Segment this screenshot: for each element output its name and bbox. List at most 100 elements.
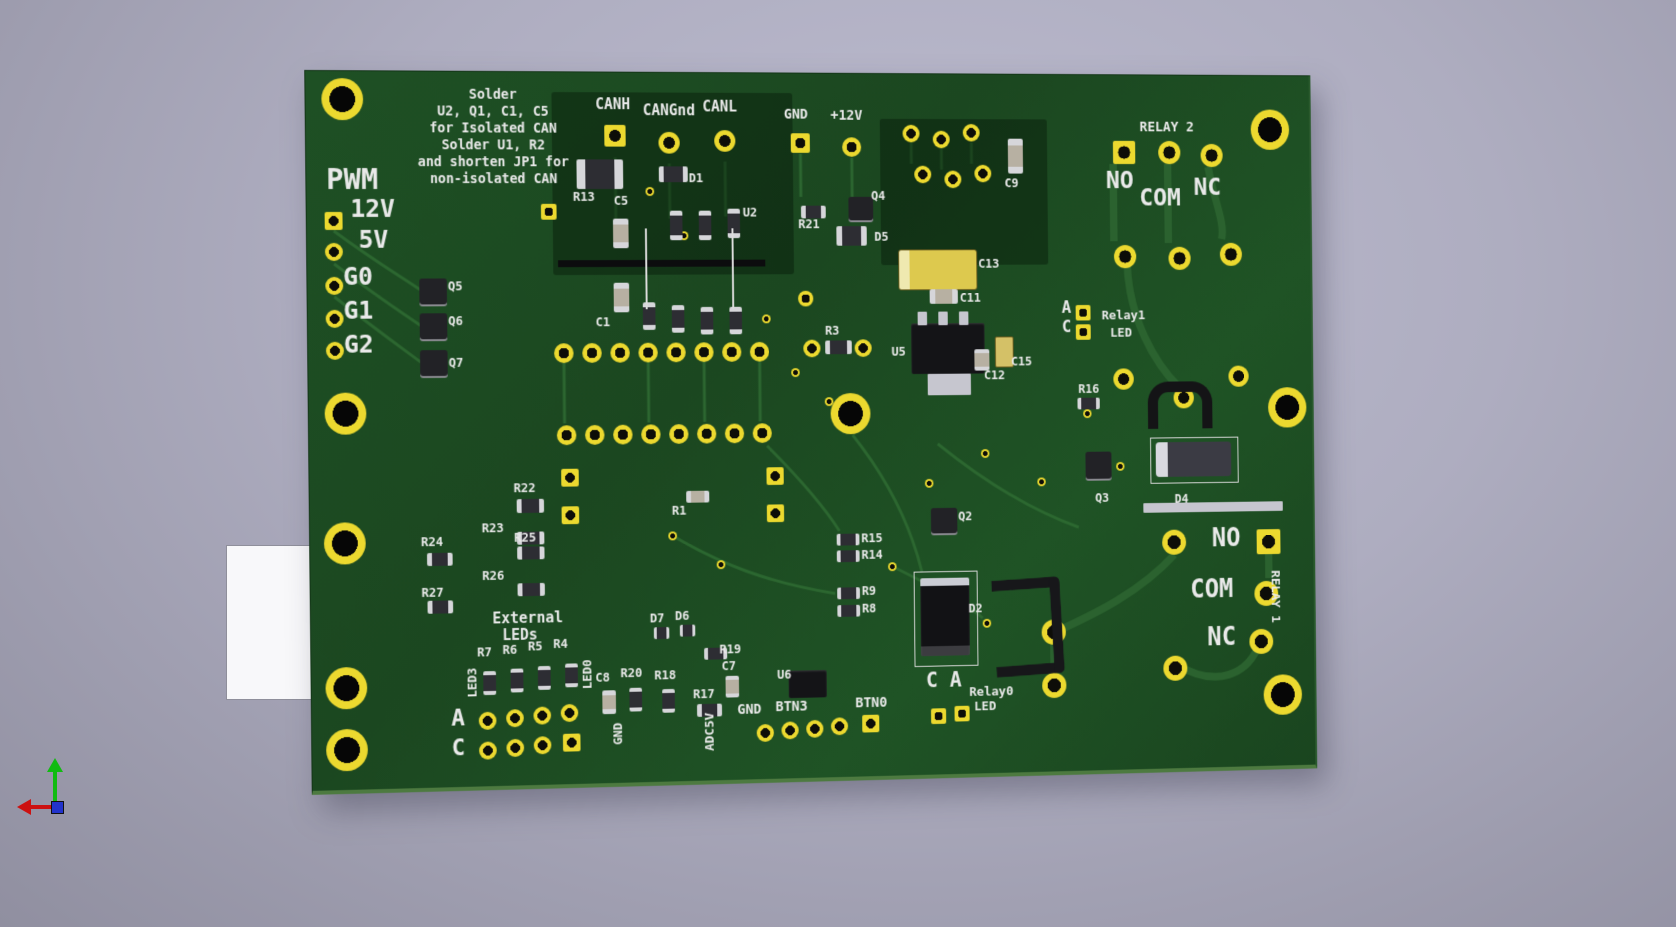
relay2-pad-nc: [1200, 143, 1223, 168]
canl-pad: [714, 130, 736, 152]
chip: [669, 210, 683, 241]
u5-pin: [917, 311, 928, 326]
header-pad: [722, 342, 742, 362]
label-btn0: BTN0: [855, 694, 888, 712]
chip-r14: [836, 550, 860, 563]
refdes-u6: U6: [777, 666, 792, 682]
cap-c8: [602, 690, 617, 715]
refdes-c1: C1: [595, 314, 611, 330]
cap-c5: [612, 218, 629, 249]
pad: [914, 165, 932, 184]
via: [668, 531, 678, 541]
refdes-d7: D7: [649, 610, 665, 626]
label-relay1-nc: NC: [1207, 622, 1237, 653]
pad: [798, 290, 814, 307]
diode-d5: [836, 226, 867, 246]
chip: [698, 210, 712, 241]
diode-d4: [1155, 441, 1232, 478]
via: [888, 562, 897, 572]
label-cangnd: CANGnd: [642, 101, 696, 120]
diode-d1: [658, 166, 688, 183]
diode-d6: [679, 624, 696, 637]
refdes-r13: R13: [572, 189, 595, 204]
refdes-r19: R19: [719, 641, 742, 657]
chip: [671, 305, 685, 333]
label-12v: 12V: [350, 193, 396, 223]
chip-r24: [426, 552, 453, 567]
refdes-r18: R18: [654, 667, 677, 683]
chip-r27: [427, 600, 454, 614]
label-gnd-btn: GND: [737, 701, 762, 718]
transistor-q6: [419, 313, 448, 340]
label-relay1-no: NO: [1211, 523, 1241, 554]
refdes-r20: R20: [620, 664, 643, 681]
z-axis-marker: [51, 801, 64, 814]
chip-r25: [517, 546, 545, 560]
refdes-c5: C5: [613, 192, 629, 208]
chip: [642, 302, 656, 330]
pwm-pad-3: [325, 276, 344, 295]
chip-r7: [483, 671, 497, 696]
label-btn3: BTN3: [775, 698, 808, 716]
relay0-led-pad: [954, 705, 970, 722]
chip-r9: [837, 587, 861, 600]
refdes-q7: Q7: [448, 354, 464, 370]
refdes-d6: D6: [674, 607, 690, 623]
chip-r15: [836, 533, 860, 546]
y-axis-arrowhead: [47, 758, 63, 772]
pad: [974, 164, 992, 183]
pad: [944, 170, 962, 189]
header-pad: [582, 343, 602, 363]
pwm-pad-2: [324, 242, 343, 261]
relay2-pad-com: [1158, 140, 1181, 165]
label-relay1-led2: LED: [1110, 325, 1132, 341]
cap-c9: [1007, 138, 1024, 174]
x-axis-arrowhead: [17, 799, 31, 815]
pad: [540, 203, 557, 220]
mounting-hole: [324, 392, 367, 435]
header-pad: [749, 341, 770, 362]
chip: [700, 306, 714, 335]
refdes-d2: D2: [968, 600, 983, 616]
label-ledbank-a: A: [451, 705, 466, 732]
chip: [729, 306, 743, 335]
label-led0: LED0: [579, 659, 595, 690]
relay-outline: [1147, 381, 1213, 429]
via: [1116, 461, 1125, 471]
refdes-u2: U2: [742, 204, 758, 220]
relay1-led-pad: [1075, 304, 1091, 321]
refdes-c9: C9: [1004, 175, 1019, 191]
header-pad: [669, 424, 689, 444]
pad: [962, 123, 980, 142]
pwm-pad-5: [325, 341, 344, 360]
header-pad: [666, 342, 686, 363]
transistor-q5: [419, 278, 448, 305]
label-adc5v: ADC5V: [702, 712, 718, 752]
refdes-r22: R22: [513, 480, 536, 496]
refdes-r3: R3: [824, 322, 840, 338]
pwm-pad-4: [325, 309, 344, 328]
refdes-c15: C15: [1010, 353, 1033, 369]
x-axis-arrow: [30, 805, 58, 809]
refdes-c7: C7: [721, 658, 737, 674]
via: [716, 560, 726, 570]
relay1-no-pad2: [1256, 529, 1281, 555]
note-line: Solder: [468, 86, 517, 103]
chip: [727, 208, 741, 239]
label-relay1: RELAY 1: [1268, 570, 1283, 623]
label-gnd-top: GND: [783, 106, 808, 123]
note-line: non-isolated CAN: [429, 171, 558, 188]
header-pad: [554, 343, 574, 364]
transistor-q3: [1085, 451, 1112, 479]
chip-r6: [510, 668, 524, 693]
ic-u6: [788, 669, 827, 699]
pad: [561, 506, 580, 525]
label-g0: G0: [342, 261, 374, 291]
label-g1: G1: [343, 295, 374, 325]
label-relay0led-ca: C A: [925, 667, 962, 693]
header-pad: [584, 424, 605, 445]
label-relay2-no: NO: [1105, 165, 1134, 194]
header-pad: [752, 423, 772, 444]
